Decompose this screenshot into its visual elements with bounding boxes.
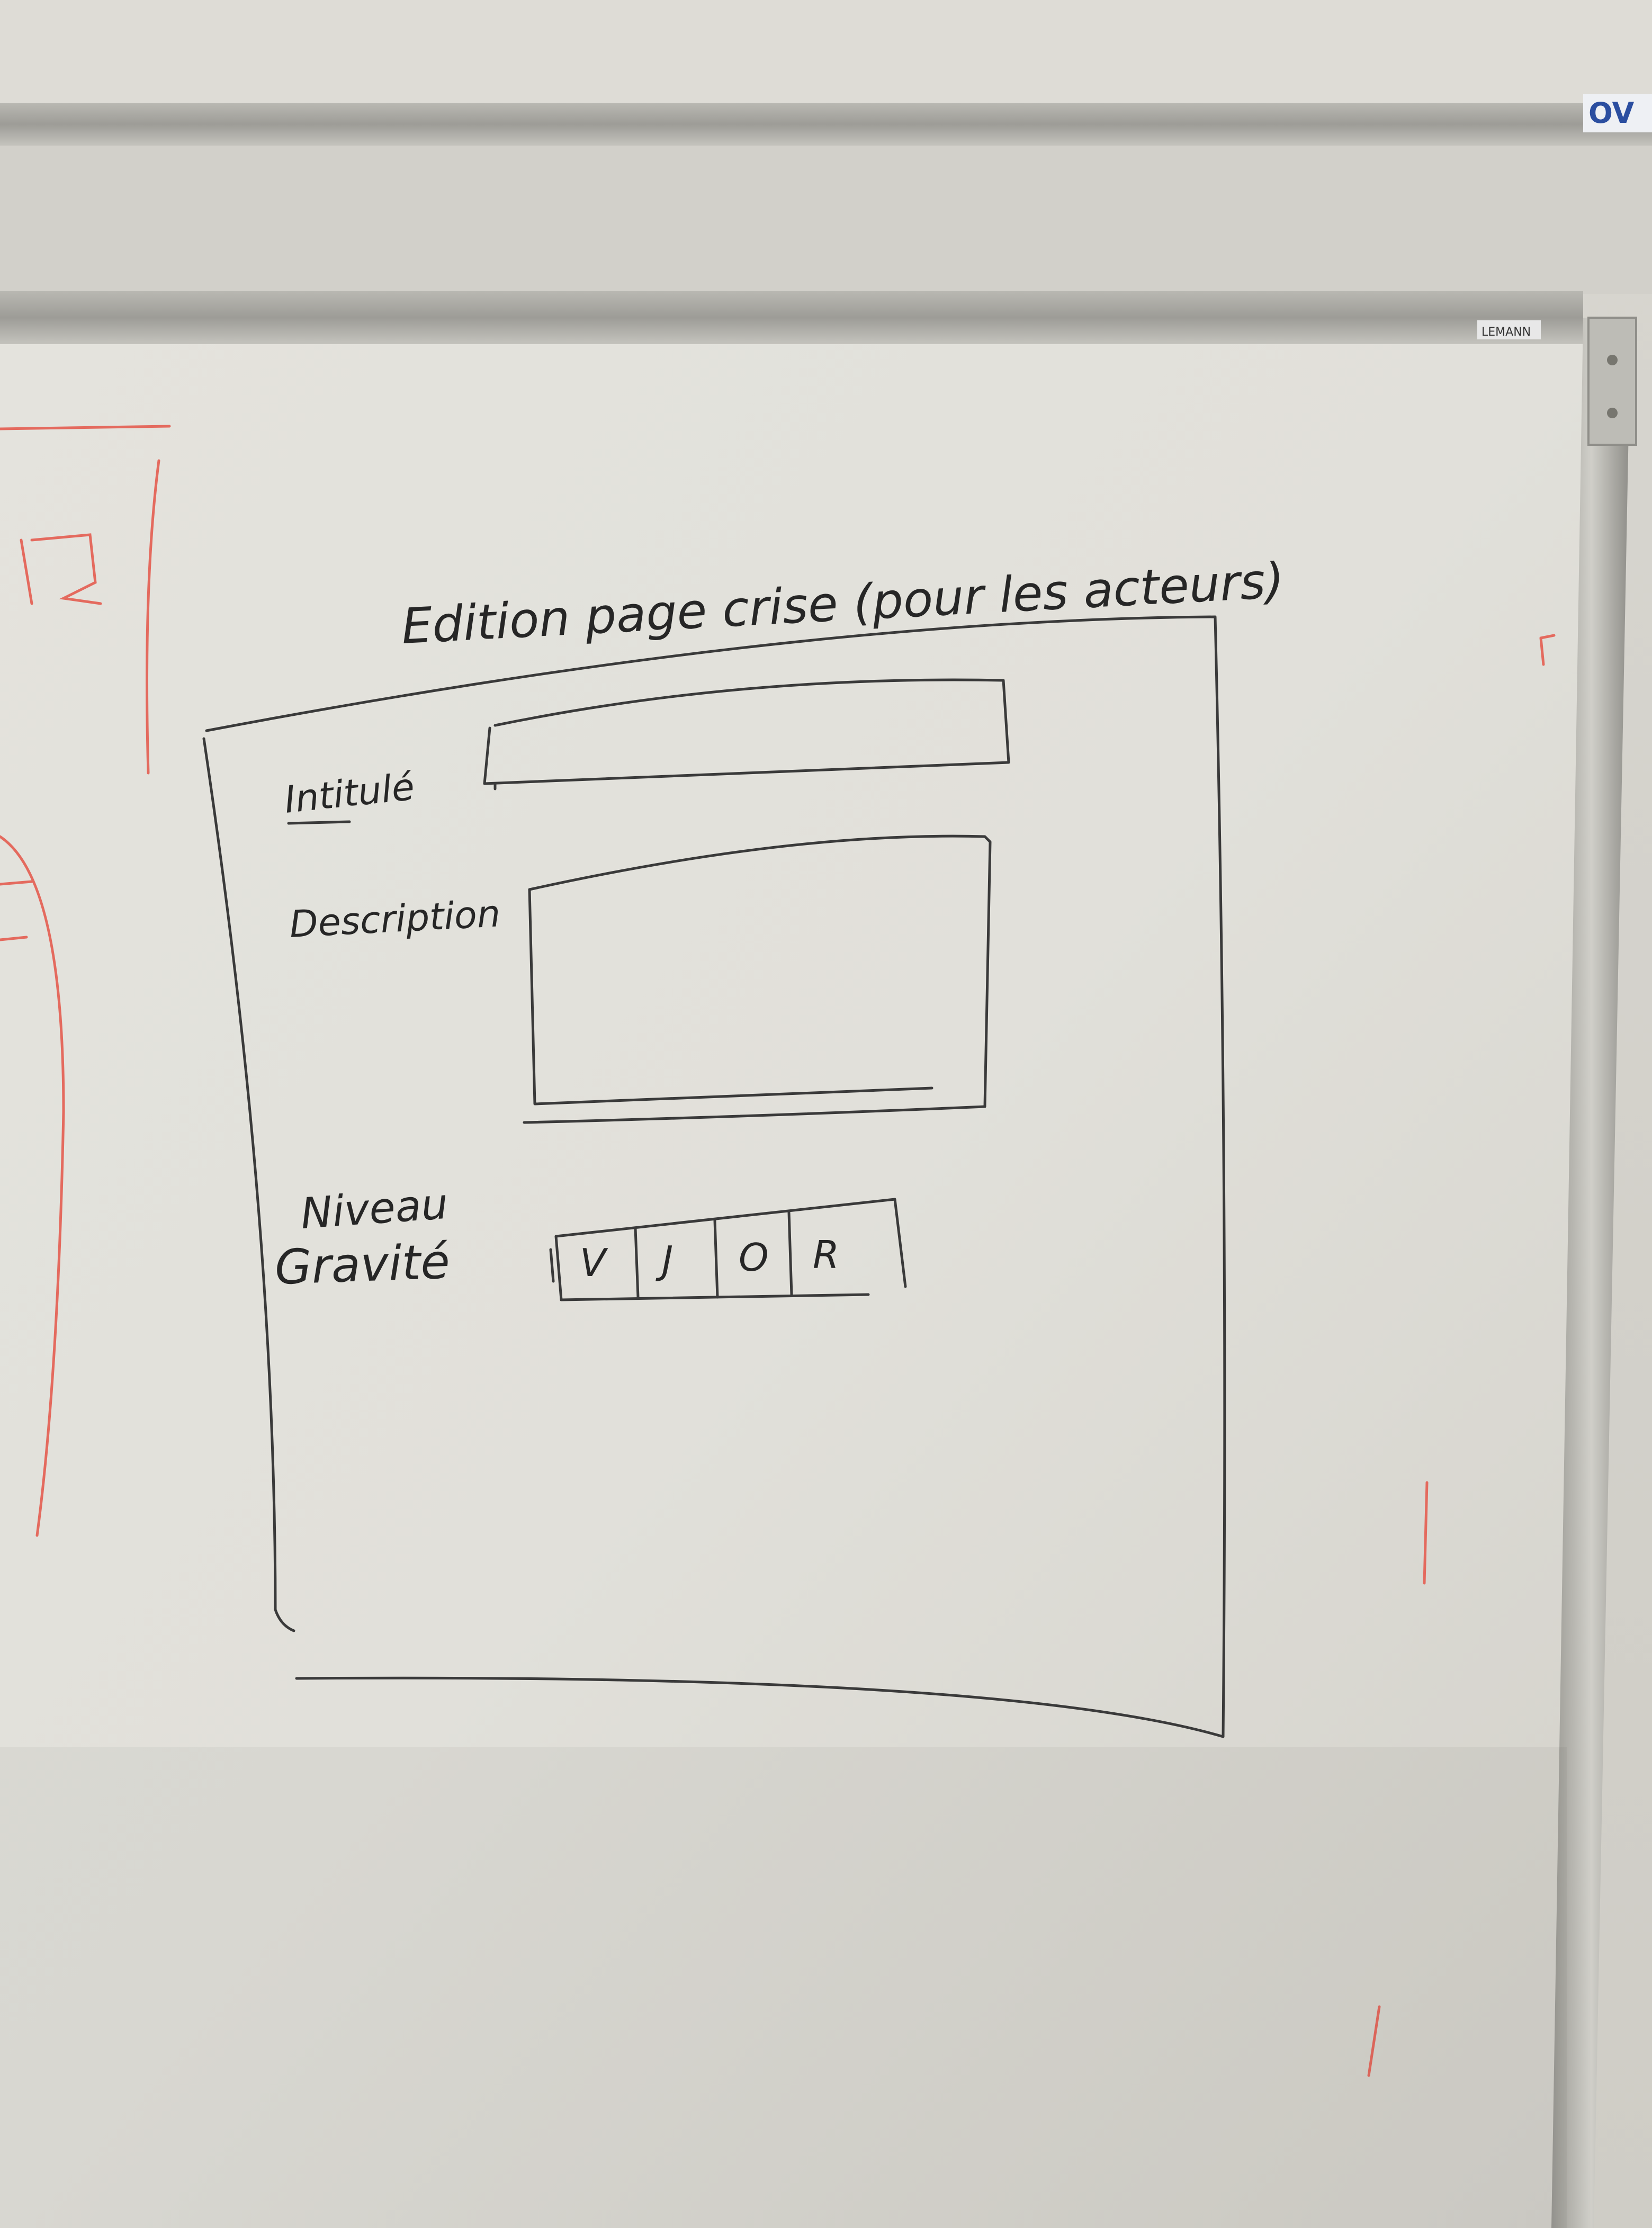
severity-bracket-left — [549, 1248, 555, 1283]
board-right-frame — [1551, 318, 1631, 2228]
board-shadow — [0, 1747, 1567, 2228]
description-textarea-left-bottom — [528, 888, 933, 1106]
description-textarea-bottom-line — [523, 1105, 986, 1124]
description-textarea-top-right[interactable] — [528, 834, 992, 1108]
wall-gap — [0, 146, 1652, 294]
intitule-underline — [287, 820, 351, 825]
upper-brand-logo: OV — [1588, 96, 1634, 130]
upper-board-surface — [0, 0, 1652, 106]
severity-option-r[interactable]: R — [813, 1233, 839, 1277]
hinge-screw-top — [1607, 355, 1618, 365]
severity-selector-top — [554, 1198, 907, 1288]
page-outline-left — [202, 737, 295, 1632]
brand-badge-text: LEMANN — [1482, 326, 1531, 339]
brand-badge — [1477, 320, 1541, 339]
red-marker-remnants — [0, 425, 1556, 2077]
severity-option-o[interactable]: O — [739, 1235, 769, 1280]
intitule-input[interactable] — [483, 678, 1010, 785]
page-outline-top-right — [205, 615, 1226, 1738]
severity-selector-bottom — [554, 1235, 870, 1301]
upper-brand-sticker — [1583, 94, 1652, 132]
board-top-rail — [0, 291, 1583, 344]
upper-rail — [0, 103, 1652, 146]
severity-divider-2 — [713, 1219, 719, 1299]
severity-selector[interactable]: V J O R — [549, 1198, 907, 1301]
hinge — [1587, 317, 1637, 446]
hinge-screw-bottom — [1607, 408, 1618, 418]
severity-divider-1 — [634, 1227, 640, 1299]
severity-option-v[interactable]: V — [580, 1241, 608, 1285]
gravite-label: Gravité — [274, 1234, 451, 1296]
page-outline-bottom — [295, 1676, 1225, 1738]
severity-divider-3 — [787, 1211, 793, 1296]
niveau-label: Niveau — [299, 1179, 450, 1238]
